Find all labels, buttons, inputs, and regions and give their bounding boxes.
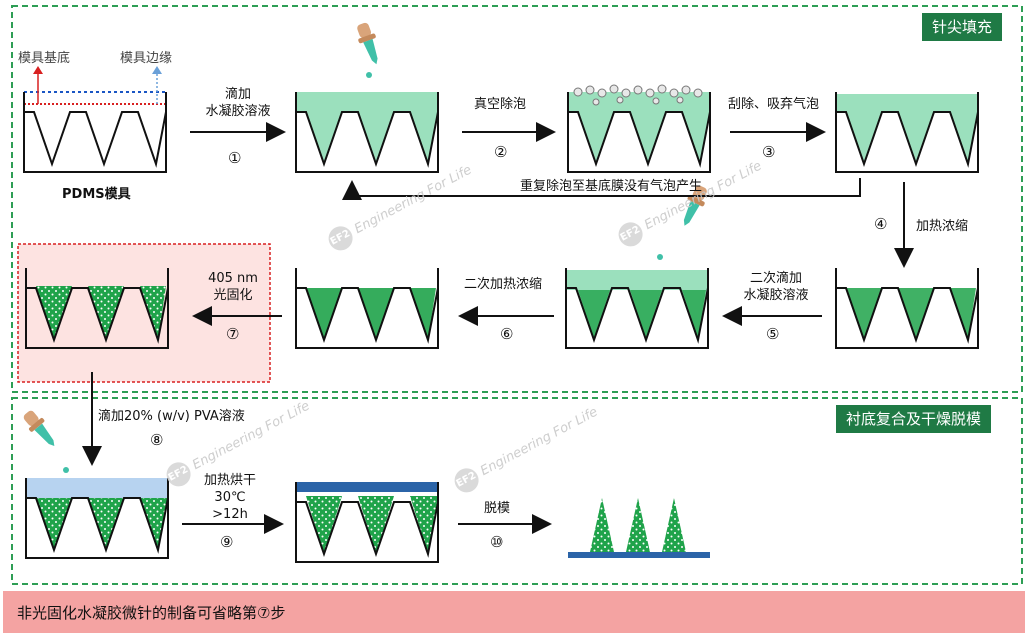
step4-number: ④ (874, 215, 888, 233)
step7-number: ⑦ (226, 325, 240, 343)
step7-line1: 405 nm (208, 271, 258, 286)
section-title-tip-filling: 针尖填充 (922, 13, 1003, 41)
step9-line2: 30℃ (214, 490, 246, 505)
step9-number: ⑨ (220, 533, 234, 551)
step8-number: ⑧ (150, 431, 164, 449)
step10-label: 脱模 (484, 501, 511, 516)
step5-number: ⑤ (766, 325, 780, 343)
step7-label: 405 nm 光固化 (198, 270, 268, 304)
step2-number: ② (494, 143, 508, 161)
footer-note: 非光固化水凝胶微针的制备可省略第⑦步 (17, 604, 286, 622)
repeat-label: 重复除泡至基底膜没有气泡产生 (520, 179, 703, 194)
mold-base-label: 模具基底 (18, 51, 71, 66)
step9-line1: 加热烘干 (203, 473, 256, 488)
bottom-section-border (11, 397, 1023, 585)
mold-edge-label: 模具边缘 (120, 51, 173, 66)
step4-label: 加热浓缩 (916, 219, 969, 234)
top-section-border (11, 5, 1023, 393)
step3-label: 刮除、吸弃气泡 (728, 97, 820, 112)
step1-label: 滴加 水凝胶溶液 (196, 86, 280, 120)
step5-label: 二次滴加 水凝胶溶液 (730, 270, 822, 304)
step10-number: ⑩ (490, 533, 504, 551)
footer-note-bar: 非光固化水凝胶微针的制备可省略第⑦步 (3, 591, 1025, 633)
step3-number: ③ (762, 143, 776, 161)
mold-name-label: PDMS模具 (62, 187, 131, 202)
step1-line2: 水凝胶溶液 (205, 104, 271, 119)
step9-label: 加热烘干 30℃ >12h (196, 472, 264, 523)
step6-number: ⑥ (500, 325, 514, 343)
step2-label: 真空除泡 (474, 97, 527, 112)
step1-line1: 滴加 (224, 87, 251, 102)
step5-line2: 水凝胶溶液 (743, 288, 809, 303)
step5-line1: 二次滴加 (749, 271, 802, 286)
step8-label: 滴加20% (w/v) PVA溶液 (98, 409, 245, 424)
step6-label: 二次加热浓缩 (464, 277, 543, 292)
step1-number: ① (228, 149, 242, 167)
step9-line3: >12h (212, 507, 248, 522)
section-title-substrate-drying: 衬底复合及干燥脱模 (836, 405, 992, 433)
step7-line2: 光固化 (213, 288, 253, 303)
